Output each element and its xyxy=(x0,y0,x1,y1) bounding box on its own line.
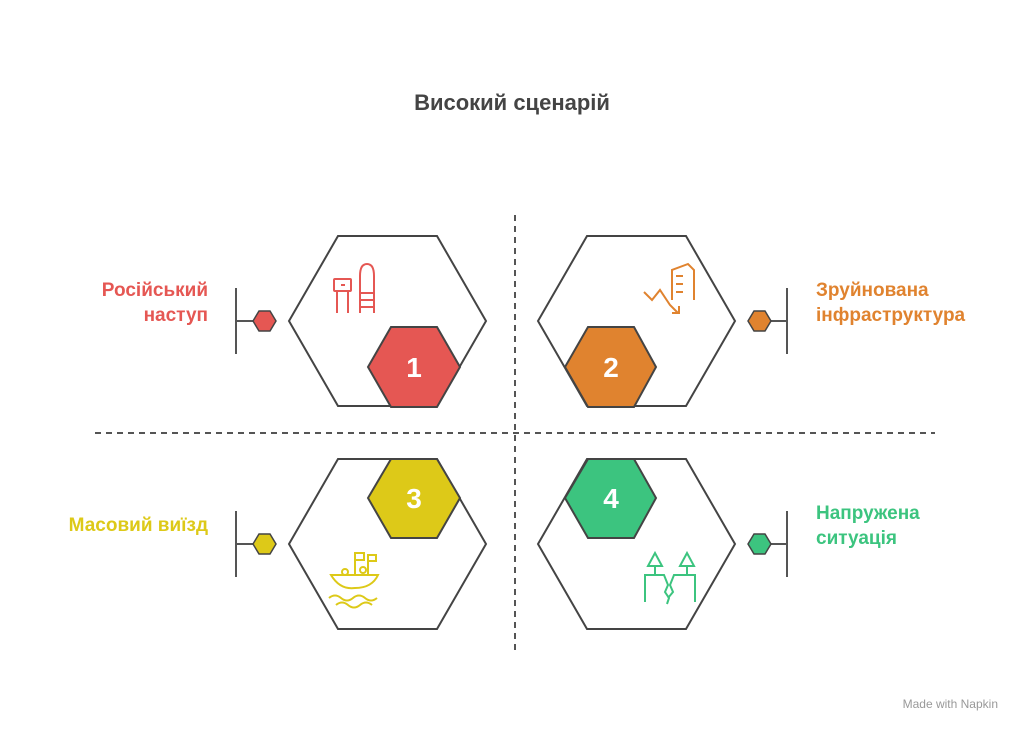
connector-marker-1 xyxy=(252,310,277,332)
label-mass-exodus: Масовий виїзд xyxy=(68,515,208,536)
badge-number-4: 4 xyxy=(603,483,619,514)
military-tower-rocket-icon xyxy=(333,262,375,313)
watermark: Made with Napkin xyxy=(902,697,998,711)
number-badge-2 xyxy=(563,326,658,408)
quadrant-dividers xyxy=(95,215,935,650)
label-russian-offensive: Російський наступ xyxy=(101,280,208,326)
badge-number-1: 1 xyxy=(406,352,422,383)
boat-on-waves-icon xyxy=(328,552,380,609)
number-badge-1 xyxy=(366,326,462,408)
label-tense-situation: Напружена ситуація xyxy=(816,503,920,549)
number-badge-3 xyxy=(366,458,462,539)
connector-marker-2 xyxy=(747,310,772,332)
badge-number-3: 3 xyxy=(406,483,422,514)
collapsing-building-icon xyxy=(643,262,695,314)
diagram-title: Високий сценарій xyxy=(414,90,610,115)
cracked-ground-trees-icon xyxy=(644,550,696,605)
connector-marker-4 xyxy=(747,533,772,555)
connector-marker-3 xyxy=(252,533,277,555)
number-badge-4 xyxy=(563,458,658,539)
label-destroyed-infrastructure: Зруйнована інфраструктура xyxy=(816,280,966,326)
badge-number-2: 2 xyxy=(603,352,619,383)
